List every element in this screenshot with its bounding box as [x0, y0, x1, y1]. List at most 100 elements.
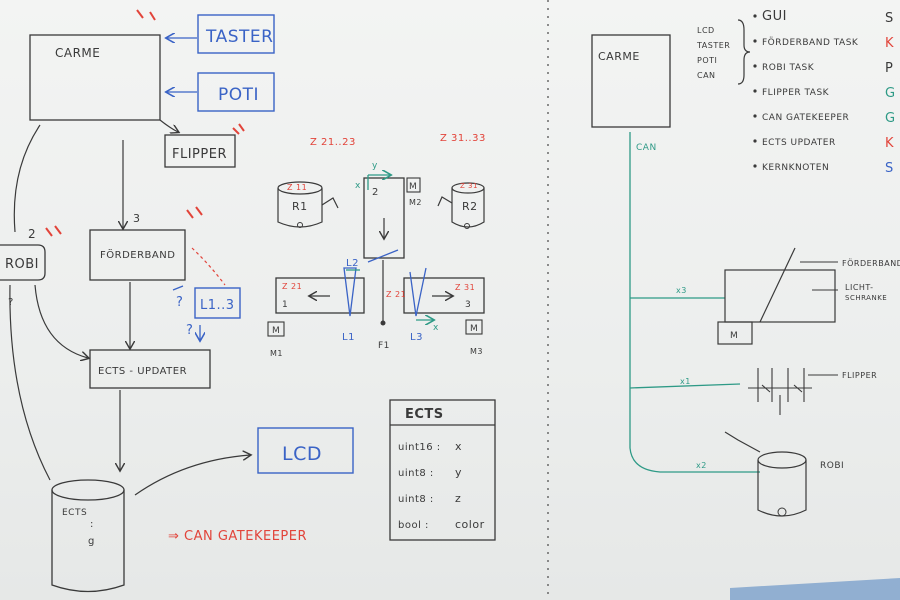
- task-tag: K: [885, 36, 894, 51]
- right-licht-label: LICHT-: [845, 283, 873, 292]
- robot-1-label: R1: [292, 200, 308, 213]
- right-flipper-guides: [757, 368, 805, 402]
- task-tag: P: [885, 61, 893, 76]
- axis-x-label: x: [355, 181, 361, 191]
- ects-database-top: [51, 479, 125, 501]
- task-name: KERNKNOTEN: [762, 163, 829, 173]
- l13-mark: [172, 285, 184, 291]
- carme-interface-item: CAN: [697, 71, 716, 80]
- light-barrier-2: [367, 249, 399, 263]
- robi-question: ?: [8, 297, 14, 308]
- task-name: GUI: [762, 9, 787, 24]
- motor-3-box-label: M: [470, 324, 478, 334]
- flipper-label: F1: [378, 341, 390, 351]
- conveyor-1-label: 1: [282, 300, 288, 310]
- robot-1-top: [277, 181, 323, 195]
- task-name: ROBI TASK: [762, 63, 815, 73]
- robot-2-zone: Z 31: [460, 182, 478, 190]
- db-dots: :: [90, 519, 94, 530]
- ects-field-name: z: [455, 492, 461, 505]
- light-barrier-3: [409, 267, 427, 317]
- motor-2-box-label: M: [409, 182, 417, 192]
- carme-box: [29, 34, 161, 121]
- robot-2-label: R2: [462, 200, 478, 213]
- poti-box: [197, 72, 275, 112]
- robot-1-wheel: [297, 222, 303, 228]
- ects-updater-box: [89, 349, 211, 389]
- robi-updater-arrow: [34, 284, 88, 358]
- ects-updater-label: ECTS - UPDATER: [98, 366, 187, 377]
- foerderband-sensor-link: [191, 247, 226, 286]
- flipper-label: FLIPPER: [172, 147, 227, 162]
- carme-flipper-arrow: [159, 119, 178, 132]
- carme-label: CARME: [55, 46, 100, 60]
- can-x1-label: x1: [680, 377, 691, 386]
- foerderband-signal-mark: [186, 206, 203, 219]
- task-bullet: [753, 164, 757, 168]
- motor-1-box-label: M: [272, 326, 280, 336]
- carme-interface-item: LCD: [697, 26, 715, 35]
- junction-zone: Z 21: [386, 290, 406, 299]
- ects-field-name: color: [455, 518, 485, 531]
- light-barrier-2-label: L2: [346, 258, 359, 269]
- ects-struct-title: ECTS: [405, 407, 444, 422]
- task-tag: G: [885, 111, 896, 126]
- task-tag: S: [885, 11, 894, 26]
- l13-question-left: ?: [176, 295, 183, 310]
- robi-signal-mark: [45, 225, 62, 237]
- task-bullet: [753, 14, 757, 18]
- task-bullet: [753, 139, 757, 143]
- robot-2: [451, 188, 485, 228]
- robot-1-arm: [321, 197, 339, 209]
- robi-box: [0, 244, 46, 281]
- right-foerderband-label: FÖRDERBAND: [842, 258, 900, 268]
- conveyor-1: [275, 277, 365, 314]
- l13-question-bottom: ?: [186, 323, 193, 338]
- taster-box: [197, 14, 275, 54]
- light-barrier-1: [343, 267, 357, 317]
- task-tag: G: [885, 86, 896, 101]
- can-bus-label: CAN: [636, 143, 657, 153]
- robot-2-wheel: [464, 223, 470, 229]
- db-g: g: [88, 536, 95, 547]
- taster-label: TASTER: [205, 27, 273, 47]
- poti-label: POTI: [218, 85, 259, 105]
- lcd-box: [257, 427, 354, 474]
- right-motor-label: M: [730, 331, 738, 341]
- conveyor-3: [403, 277, 485, 314]
- ects-field-name: x: [455, 440, 462, 453]
- ects-field-type: uint16 :: [398, 442, 441, 453]
- can-bus-flipper: [629, 383, 741, 389]
- carme-signal-mark: [136, 9, 156, 21]
- foerderband-count-label: 3: [133, 212, 141, 225]
- right-conveyor: [724, 269, 836, 323]
- right-flipper-label: FLIPPER: [842, 371, 877, 380]
- task-bullet: [753, 89, 757, 93]
- ects-database: [51, 490, 125, 593]
- task-bullet: [753, 39, 757, 43]
- l13-label: L1..3: [200, 298, 235, 313]
- robi-count-label: 2: [28, 227, 36, 241]
- right-robi-label: ROBI: [820, 461, 844, 471]
- right-schranke-label: SCHRANKE: [845, 294, 887, 302]
- ects-struct-box: [389, 399, 496, 541]
- motor-3-box: [465, 319, 483, 335]
- carme-robi-line: [13, 124, 41, 233]
- motor-1-box: [267, 321, 285, 337]
- ects-field-type: uint8 :: [398, 494, 434, 505]
- right-robi-wheel: [777, 507, 787, 517]
- lcd-label: LCD: [282, 443, 322, 465]
- conveyor-1-zone: Z 21: [282, 282, 302, 291]
- ects-field-type: uint8 :: [398, 468, 434, 479]
- folder-corner: [730, 578, 900, 600]
- motor-1-label: M1: [270, 349, 283, 358]
- zone-right-label: Z 31..33: [440, 133, 486, 144]
- robi-db-line: [9, 284, 51, 481]
- conveyor-3-zone: Z 31: [455, 283, 475, 292]
- db-lcd-arrow: [134, 455, 250, 496]
- robot-2-arm: [437, 196, 453, 207]
- can-bus-robi: [629, 447, 760, 473]
- right-flipper-paddles: [748, 384, 812, 393]
